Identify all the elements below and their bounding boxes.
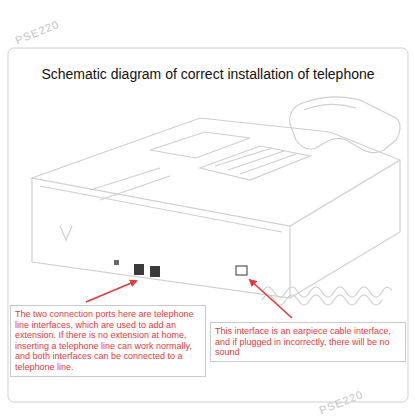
leader-arrow — [250, 280, 292, 318]
line-port — [134, 264, 144, 275]
small-port — [114, 260, 119, 265]
earpiece-jack — [236, 266, 247, 275]
callout-box: This interface is an earpiece cable inte… — [210, 322, 406, 362]
panel-border — [8, 48, 408, 402]
diagram-title: Schematic diagram of correct installatio… — [8, 66, 408, 82]
watermark: PSE220 — [13, 18, 60, 46]
callout-text: The two connection ports here are teleph… — [15, 309, 201, 373]
line-port — [150, 266, 160, 277]
phone-body — [32, 97, 400, 305]
callout-box: The two connection ports here are teleph… — [10, 305, 206, 377]
leader-arrow — [86, 281, 136, 302]
callout-text: This interface is an earpiece cable inte… — [215, 326, 401, 358]
